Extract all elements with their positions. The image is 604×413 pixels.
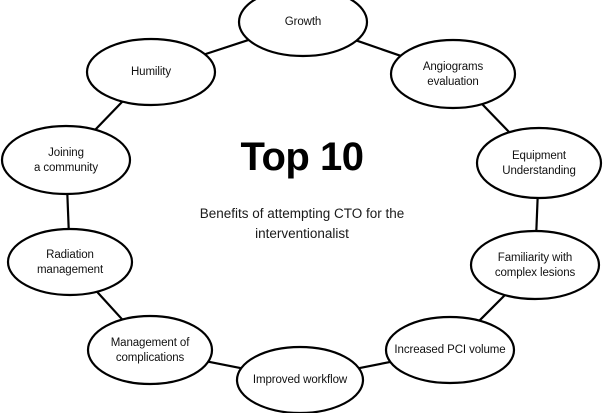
node-label-management-of-complications-line-2: complications <box>116 352 185 364</box>
node-ellipse-management-of-complications[interactable] <box>86 314 214 386</box>
center-subtitle-line-2: interventionalist <box>255 226 349 241</box>
node-ellipse-growth[interactable] <box>237 0 369 58</box>
node-ellipse-familiarity-complex-lesions[interactable] <box>469 229 601 301</box>
node-label-angiograms-evaluation-line-1: Angiograms <box>423 61 484 73</box>
node-label-improved-workflow: Improved workflow <box>253 374 348 386</box>
connector-increased-pci-volume-to-improved-workflow <box>358 360 391 370</box>
node-angiograms-evaluation[interactable]: Angiograms evaluation <box>389 38 517 110</box>
node-label-familiarity-complex-lesions-line-2: complex lesions <box>495 267 576 279</box>
connector-familiarity-complex-lesions-to-increased-pci-volume <box>478 294 506 322</box>
node-ellipse-angiograms-evaluation[interactable] <box>389 38 517 110</box>
node-label-equipment-understanding-line-2: Understanding <box>502 165 576 177</box>
node-label-management-of-complications-line-1: Management of <box>111 337 191 349</box>
node-management-of-complications[interactable]: Management of complications <box>86 314 214 386</box>
node-familiarity-complex-lesions[interactable]: Familiarity with complex lesions <box>469 229 601 301</box>
connector-humility-to-growth <box>204 38 249 56</box>
node-ellipse-equipment-understanding[interactable] <box>475 126 603 200</box>
node-label-increased-pci-volume: Increased PCI volume <box>394 344 505 356</box>
center-text-group: Top 10 Benefits of attempting CTO for th… <box>200 135 405 241</box>
node-improved-workflow[interactable]: Improved workflow <box>235 345 365 413</box>
connector-joining-a-community-to-humility <box>94 100 124 131</box>
node-label-radiation-management-line-2: management <box>37 264 104 276</box>
node-label-angiograms-evaluation-line-2: evaluation <box>427 76 478 88</box>
connector-equipment-understanding-to-familiarity-complex-lesions <box>535 197 539 232</box>
node-growth[interactable]: Growth <box>237 0 369 58</box>
connector-radiation-management-to-joining-a-community <box>66 193 70 230</box>
node-humility[interactable]: Humility <box>85 37 217 107</box>
connector-management-of-complications-to-radiation-management <box>96 290 124 321</box>
connector-improved-workflow-to-management-of-complications <box>208 360 242 370</box>
node-label-joining-a-community-line-1: Joining <box>48 147 84 159</box>
connector-layer <box>66 38 539 370</box>
node-increased-pci-volume[interactable]: Increased PCI volume <box>384 315 516 385</box>
node-radiation-management[interactable]: Radiation management <box>6 227 134 297</box>
center-subtitle-line-1: Benefits of attempting CTO for the <box>200 206 405 221</box>
node-label-growth: Growth <box>285 16 321 28</box>
node-label-familiarity-complex-lesions-line-1: Familiarity with <box>498 252 572 264</box>
node-ellipse-increased-pci-volume[interactable] <box>384 315 516 385</box>
node-ellipse-humility[interactable] <box>85 37 217 107</box>
connector-angiograms-evaluation-to-equipment-understanding <box>481 103 511 134</box>
node-ellipse-joining-a-community[interactable] <box>0 124 132 196</box>
center-title: Top 10 <box>241 135 364 179</box>
node-label-equipment-understanding-line-1: Equipment <box>512 150 567 162</box>
node-label-radiation-management-line-1: Radiation <box>46 249 94 261</box>
node-ellipse-radiation-management[interactable] <box>6 227 134 297</box>
node-ellipse-improved-workflow[interactable] <box>235 345 365 413</box>
node-label-humility: Humility <box>131 66 171 78</box>
node-label-joining-a-community-line-2: a community <box>34 162 98 174</box>
node-joining-a-community[interactable]: Joining a community <box>0 124 132 196</box>
connector-growth-to-angiograms-evaluation <box>356 39 401 57</box>
